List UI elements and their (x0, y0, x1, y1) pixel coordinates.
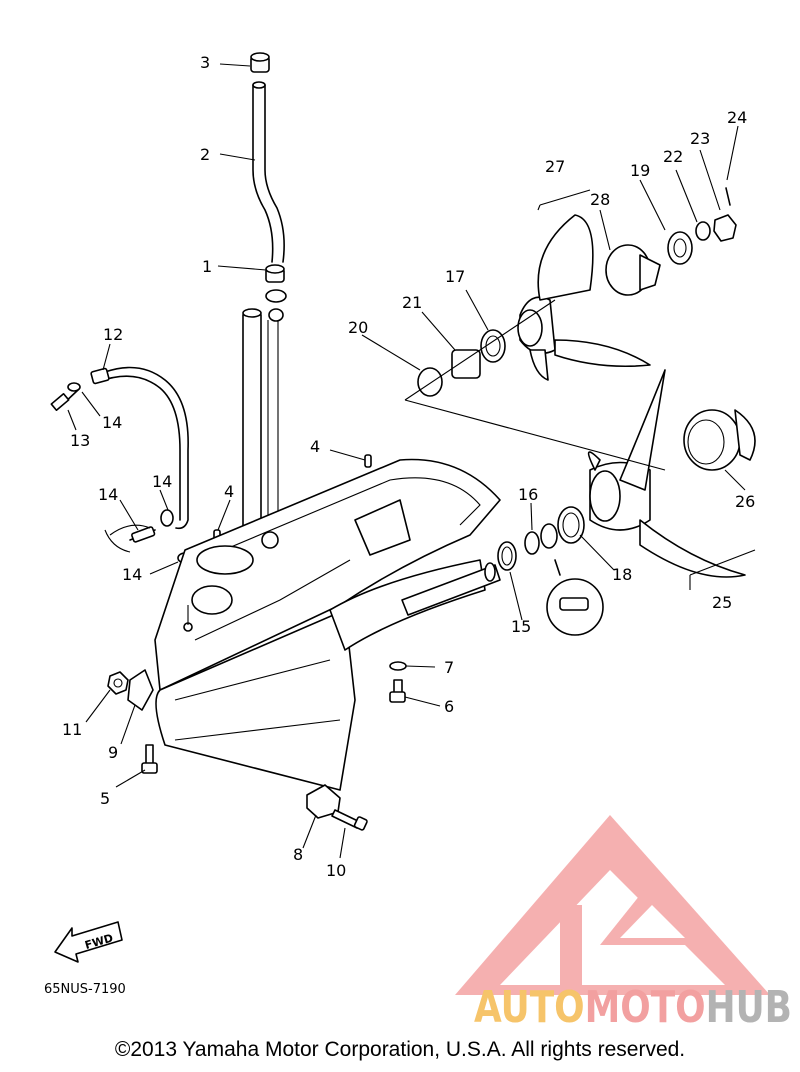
grommet (265, 264, 287, 322)
callout-20: 20 (348, 318, 368, 337)
callout-3: 3 (200, 53, 210, 72)
oil-seal (524, 523, 558, 555)
callout-25: 25 (712, 593, 732, 612)
assembly-bracket-line (404, 189, 756, 590)
watermark-brand-moto: MOTO (585, 982, 706, 1033)
bolt (141, 679, 406, 831)
callout-6: 6 (444, 697, 454, 716)
propeller-upper (517, 187, 737, 381)
callout-13: 13 (70, 431, 90, 450)
lower-casing (154, 458, 501, 791)
anode (127, 669, 341, 819)
seal-detail-inset (546, 559, 604, 636)
callout-28: 28 (590, 190, 610, 209)
callout-17: 17 (445, 267, 465, 286)
callout-23: 23 (690, 129, 710, 148)
callout-2: 2 (200, 145, 210, 164)
bearing (497, 541, 517, 571)
callout-14-c: 14 (152, 472, 172, 491)
drive-shaft-housing (242, 308, 279, 545)
callout-15: 15 (511, 617, 531, 636)
callout-14-a: 14 (102, 413, 122, 432)
watermark-brand-hub: HUB (706, 982, 792, 1033)
watermark-logo-icon (455, 815, 770, 995)
callout-5: 5 (100, 789, 110, 808)
callout-11: 11 (62, 720, 82, 739)
callout-labels: 3 2 1 12 14 13 4 4 14 14 14 7 6 11 9 5 8… (62, 53, 755, 880)
nut (107, 671, 129, 695)
callout-14-b: 14 (98, 485, 118, 504)
callout-14-d: 14 (122, 565, 142, 584)
callout-4-b: 4 (224, 482, 234, 501)
callout-21: 21 (402, 293, 422, 312)
washer (389, 661, 407, 671)
propeller-lower (587, 369, 756, 578)
fwd-arrow-icon: FWD (54, 921, 123, 963)
watermark-brand: AUTOMOTOHUB (474, 982, 792, 1033)
callout-10: 10 (326, 861, 346, 880)
callout-9: 9 (108, 743, 118, 762)
callout-18: 18 (612, 565, 632, 584)
callout-27: 27 (545, 157, 565, 176)
watermark-brand-auto: AUTO (474, 982, 585, 1033)
callout-4-a: 4 (310, 437, 320, 456)
copyright-notice: ©2013 Yamaha Motor Corporation, U.S.A. A… (114, 1038, 686, 1061)
callout-12: 12 (103, 325, 123, 344)
callout-22: 22 (663, 147, 683, 166)
tube-cap (250, 52, 270, 73)
callout-24: 24 (727, 108, 747, 127)
drawing-code: 65NUS-7190 (44, 982, 126, 997)
callout-19: 19 (630, 161, 650, 180)
thrust-holder (417, 349, 481, 397)
callout-26: 26 (735, 492, 755, 511)
water-hose (90, 366, 189, 530)
water-tube (252, 81, 285, 263)
leader-lines (67, 63, 746, 859)
spacer (480, 329, 506, 363)
propeller-shaft (401, 562, 501, 616)
thrust-washer (557, 506, 585, 544)
callout-7: 7 (444, 658, 454, 677)
callout-8: 8 (293, 845, 303, 864)
callout-1: 1 (202, 257, 212, 276)
callout-16: 16 (518, 485, 538, 504)
